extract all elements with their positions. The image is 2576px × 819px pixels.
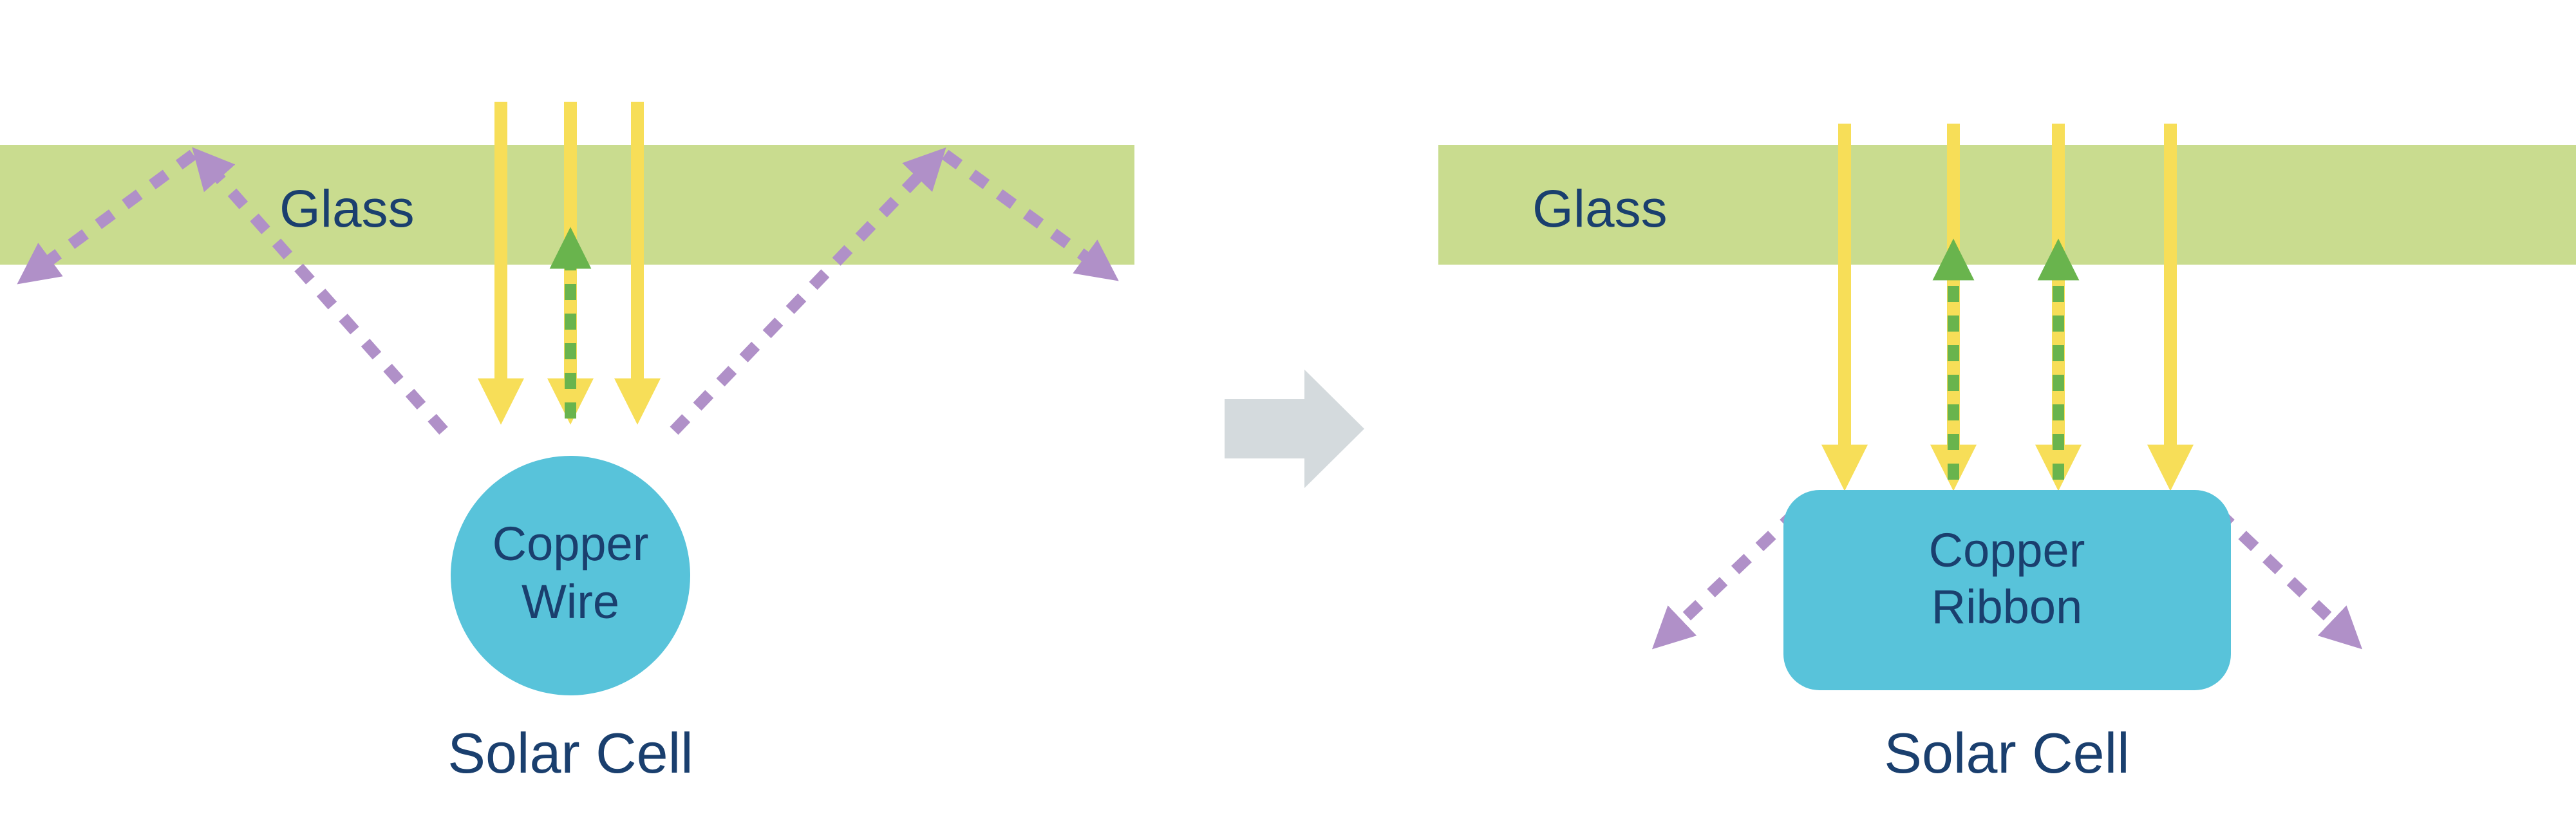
copper-ribbon-label-line2: Ribbon: [1932, 580, 2083, 634]
scattered-ray-left-outgoing: [17, 149, 197, 285]
scattered-ray-left: [1651, 507, 1801, 650]
glass-label: Glass: [279, 180, 415, 238]
transition-arrow-icon: [1225, 370, 1364, 488]
solar-cell-label: Solar Cell: [447, 721, 693, 785]
copper-wire-shape: [451, 456, 690, 695]
copper-wire-label-line1: Copper: [493, 517, 649, 570]
solar-cell-label: Solar Cell: [1884, 721, 2129, 785]
scattered-ray-left-incoming: [192, 147, 448, 435]
scattered-ray-right: [2214, 507, 2363, 650]
copper-ribbon-shape: [1783, 490, 2231, 690]
copper-wire-label-line2: Wire: [522, 575, 619, 628]
scattered-ray-right-outgoing: [941, 149, 1119, 281]
glass-label: Glass: [1532, 180, 1668, 238]
scattered-ray-right-incoming: [670, 147, 946, 435]
copper-ribbon-label-line1: Copper: [1929, 523, 2085, 577]
after-panel: Glass Copper Ribbon Solar Cell: [1438, 124, 2576, 785]
glass-layer: [1438, 145, 2576, 265]
before-panel: Glass Copper Wire Solar Cell: [0, 102, 1134, 785]
